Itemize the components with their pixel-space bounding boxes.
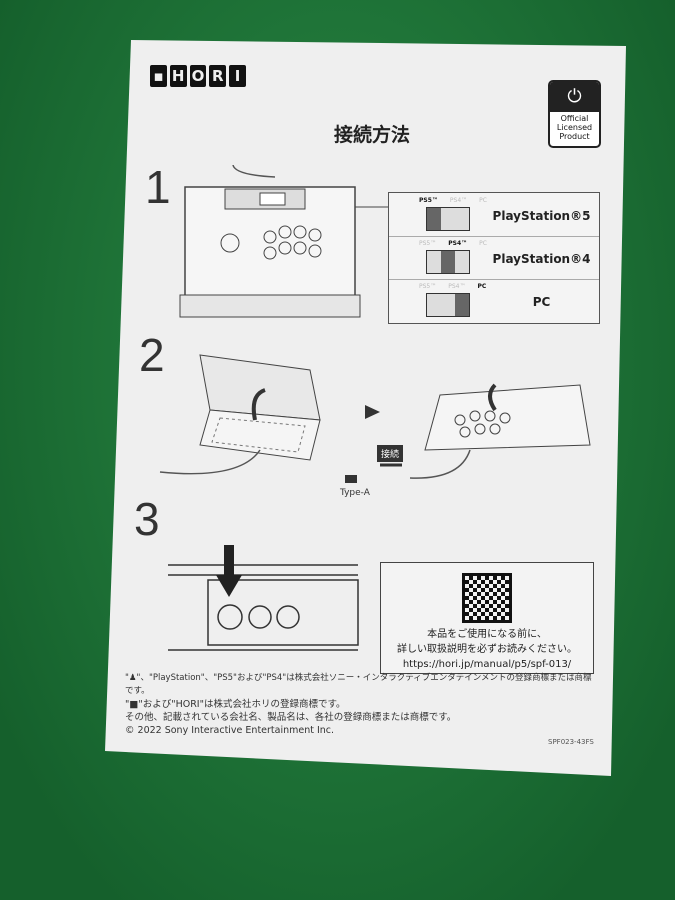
page-title: 接続方法 [333,124,410,146]
controller-illustration [179,165,390,318]
playstation-license-badge: ⏻ Official Licensed Product [548,80,601,148]
switch-label: PC [479,197,487,204]
footer-line: "♟"、"PlayStation"、"PS5"および"PS4"は株式会社ソニー・… [125,673,592,696]
qr-text: 本品をご使用になる前に、 [427,629,547,640]
manual-url[interactable]: https://hori.jp/manual/p5/spf-013/ [402,659,572,670]
step-number: 2 [139,329,165,381]
badge-text: Official Licensed Product [556,114,593,141]
type-a-label: Type-A [340,488,370,498]
switch-label: PS5™ [419,283,437,290]
qr-code[interactable] [462,573,512,623]
ps-button-illustration [168,545,359,651]
switch-label: PS4™ [448,283,466,290]
manual-qr-panel: 本品をご使用になる前に、 詳しい取扱説明を必ずお読みください。 https://… [380,562,594,674]
mode-name: PC [532,295,551,309]
next-arrow-icon [365,405,380,419]
mode-row-ps4: PS5™ PS4™ PC PlayStation®4 [389,236,599,280]
step-number: 1 [145,161,171,213]
connect-label: 接続 [377,445,404,462]
qr-text: 詳しい取扱説明を必ずお読みください。 [397,644,577,655]
arrow-down-icon [216,575,242,597]
switch-label: PS5™ [419,197,438,204]
switch-label: PS5™ [419,240,437,247]
mode-name: PlayStation®5 [492,209,591,223]
footer-line: "■"および"HORI"は株式会社ホリの登録商標です。 [125,699,346,710]
cable-illustration [159,354,591,483]
footer-line: その他、記載されている会社名、製品名は、各社の登録商標または商標です。 [125,712,457,723]
switch-label: PC [477,283,487,290]
mode-row-pc: PS5™ PS4™ PC PC [389,279,599,322]
mode-switch-panel: PS5™ PS4™ PC PlayStation®5 PS5™ PS4™ PC Play… [388,192,600,324]
playstation-icon: ⏻ [550,82,599,112]
switch-label: PS4™ [448,240,468,247]
switch-ps5-position-icon [426,207,470,231]
switch-pc-position-icon [426,293,470,317]
mode-row-ps5: PS5™ PS4™ PC PlayStation®5 [389,193,599,237]
switch-ps4-position-icon [426,250,470,274]
step-number: 3 [134,493,160,545]
mode-name: PlayStation®4 [492,252,591,266]
trademark-notice: "♟"、"PlayStation"、"PS5"および"PS4"は株式会社ソニー・… [125,672,595,737]
document-code: SPF023-43FS [548,738,594,746]
copyright: © 2022 Sony Interactive Entertainment In… [125,725,335,736]
switch-label: PS4™ [449,197,468,204]
switch-label: PC [479,240,487,247]
